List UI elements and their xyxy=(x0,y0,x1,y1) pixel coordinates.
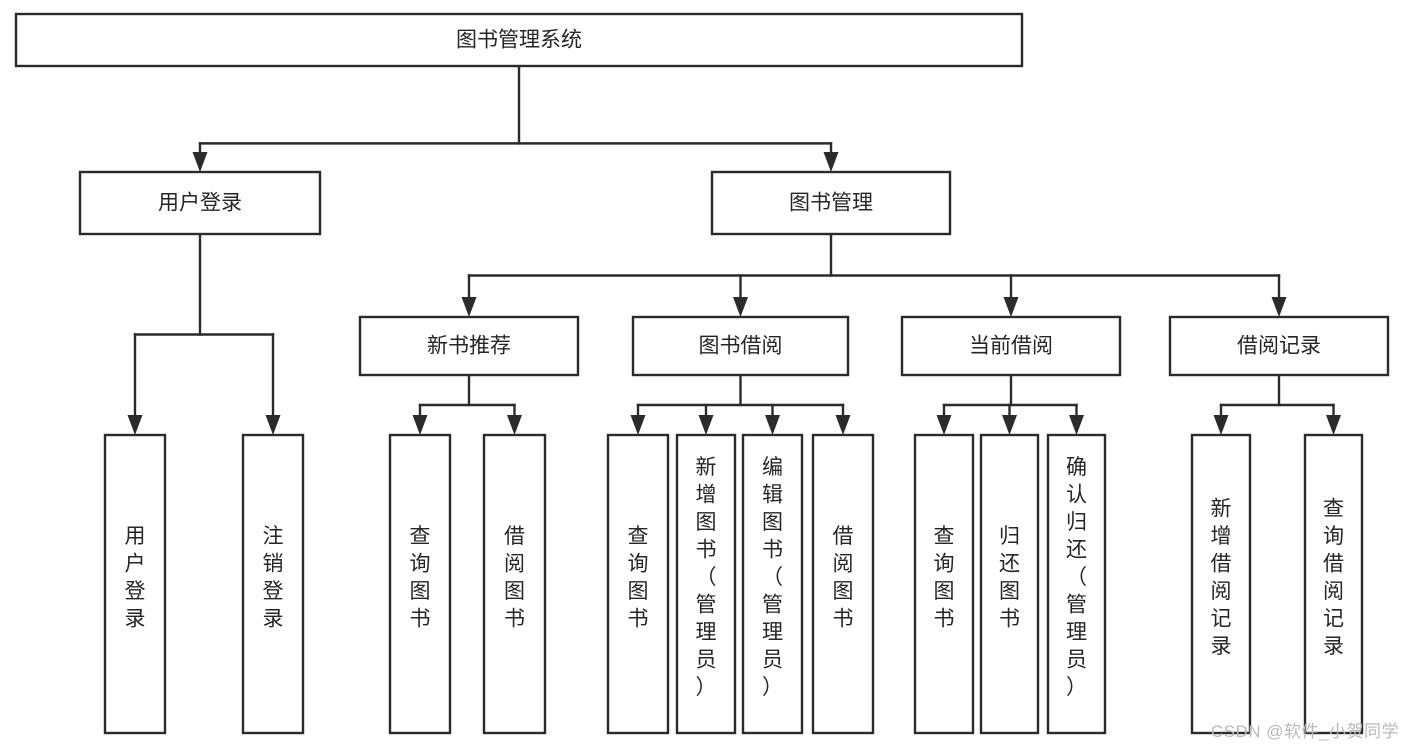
node-leaf-add-book[interactable]: 新增图书（管理员） xyxy=(675,433,737,735)
node-label-leaf-borrow-book-recommend: 借阅图书 xyxy=(504,525,525,631)
node-box-leaf-query-book-borrow[interactable] xyxy=(606,433,670,735)
node-label-new-book-recommend: 新书推荐 xyxy=(427,335,511,358)
node-box-leaf-borrow-book[interactable] xyxy=(811,433,875,735)
node-label-borrow-record: 借阅记录 xyxy=(1237,335,1321,358)
node-new-book-recommend[interactable]: 新书推荐 xyxy=(358,315,580,377)
node-leaf-query-borrow-record[interactable]: 查询借阅记录 xyxy=(1303,433,1364,735)
node-box-borrow-record[interactable] xyxy=(1168,315,1390,377)
node-layer: 图书管理系统用户登录图书管理新书推荐图书借阅当前借阅借阅记录用户登录注销登录查询… xyxy=(14,12,1390,735)
node-label-current-borrow: 当前借阅 xyxy=(969,335,1053,358)
node-box-root[interactable] xyxy=(14,12,1024,68)
arrow-head-icon xyxy=(1002,415,1017,435)
node-box-leaf-query-book-recommend[interactable] xyxy=(388,433,452,735)
arrow-head-icon xyxy=(765,415,780,435)
node-book-management[interactable]: 图书管理 xyxy=(710,170,952,236)
arrow-head-icon xyxy=(127,415,143,435)
arrow-head-icon xyxy=(823,152,839,172)
node-borrow-record[interactable]: 借阅记录 xyxy=(1168,315,1390,377)
arrow-head-icon xyxy=(1069,415,1084,435)
node-label-book-management: 图书管理 xyxy=(789,192,873,215)
node-label-leaf-query-book-current: 查询图书 xyxy=(934,525,955,631)
arrow-head-icon xyxy=(936,415,952,435)
arrow-head-icon xyxy=(507,415,522,435)
arrow-head-icon xyxy=(192,152,208,172)
watermark-label: CSDN @软件_小贺同学 xyxy=(1210,722,1399,741)
arrow-head-icon xyxy=(1271,297,1287,317)
node-leaf-borrow-book-recommend[interactable]: 借阅图书 xyxy=(482,433,547,735)
node-label-leaf-edit-book: 编辑图书（管理员） xyxy=(762,456,783,699)
arrow-head-icon xyxy=(1326,415,1341,435)
node-box-leaf-query-book-current[interactable] xyxy=(913,433,975,735)
node-box-user-login[interactable] xyxy=(78,170,322,236)
arrow-head-icon xyxy=(412,415,428,435)
node-label-leaf-confirm-return: 确认归还（管理员） xyxy=(1066,456,1087,699)
arrow-head-icon xyxy=(461,297,477,317)
node-label-leaf-query-book-recommend: 查询图书 xyxy=(410,525,431,631)
arrow-head-icon xyxy=(630,415,646,435)
node-leaf-edit-book[interactable]: 编辑图书（管理员） xyxy=(741,433,804,735)
node-current-borrow[interactable]: 当前借阅 xyxy=(900,315,1122,377)
arrow-head-icon xyxy=(265,415,281,435)
arrow-head-icon xyxy=(835,415,851,435)
arrow-head-icon xyxy=(1213,415,1229,435)
node-label-book-borrow: 图书借阅 xyxy=(699,335,783,358)
node-box-leaf-user-login[interactable] xyxy=(103,433,167,735)
node-leaf-user-logout[interactable]: 注销登录 xyxy=(241,433,305,735)
node-leaf-add-borrow-record[interactable]: 新增借阅记录 xyxy=(1190,433,1252,735)
node-label-leaf-return-book: 归还图书 xyxy=(999,525,1020,631)
node-box-leaf-edit-book[interactable] xyxy=(741,433,804,735)
connector-layer xyxy=(127,64,1341,435)
node-box-book-management[interactable] xyxy=(710,170,952,236)
node-box-new-book-recommend[interactable] xyxy=(358,315,580,377)
node-leaf-query-book-recommend[interactable]: 查询图书 xyxy=(388,433,452,735)
node-box-current-borrow[interactable] xyxy=(900,315,1122,377)
node-label-leaf-query-book-borrow: 查询图书 xyxy=(628,525,649,631)
node-box-leaf-confirm-return[interactable] xyxy=(1046,433,1107,735)
node-leaf-user-login[interactable]: 用户登录 xyxy=(103,433,167,735)
node-label-leaf-add-borrow-record: 新增借阅记录 xyxy=(1211,497,1232,658)
node-box-leaf-add-book[interactable] xyxy=(675,433,737,735)
arrow-head-icon xyxy=(698,415,714,435)
node-box-leaf-query-borrow-record[interactable] xyxy=(1303,433,1364,735)
node-user-login[interactable]: 用户登录 xyxy=(78,170,322,236)
node-leaf-return-book[interactable]: 归还图书 xyxy=(979,433,1040,735)
node-label-leaf-user-logout: 注销登录 xyxy=(263,525,284,631)
node-box-leaf-return-book[interactable] xyxy=(979,433,1040,735)
arrow-head-icon xyxy=(733,297,748,317)
node-book-borrow[interactable]: 图书借阅 xyxy=(631,315,850,377)
node-leaf-borrow-book[interactable]: 借阅图书 xyxy=(811,433,875,735)
node-root[interactable]: 图书管理系统 xyxy=(14,12,1024,68)
node-box-leaf-add-borrow-record[interactable] xyxy=(1190,433,1252,735)
arrow-head-icon xyxy=(1003,297,1019,317)
node-box-leaf-user-logout[interactable] xyxy=(241,433,305,735)
node-leaf-query-book-borrow[interactable]: 查询图书 xyxy=(606,433,670,735)
node-label-leaf-add-book: 新增图书（管理员） xyxy=(696,456,717,699)
node-label-leaf-borrow-book: 借阅图书 xyxy=(833,525,854,631)
node-box-leaf-borrow-book-recommend[interactable] xyxy=(482,433,547,735)
node-leaf-query-book-current[interactable]: 查询图书 xyxy=(913,433,975,735)
node-box-book-borrow[interactable] xyxy=(631,315,850,377)
node-label-leaf-user-login: 用户登录 xyxy=(125,525,146,631)
node-label-root: 图书管理系统 xyxy=(456,29,582,52)
node-label-user-login: 用户登录 xyxy=(158,192,242,215)
node-label-leaf-query-borrow-record: 查询借阅记录 xyxy=(1323,497,1344,658)
node-leaf-confirm-return[interactable]: 确认归还（管理员） xyxy=(1046,433,1107,735)
